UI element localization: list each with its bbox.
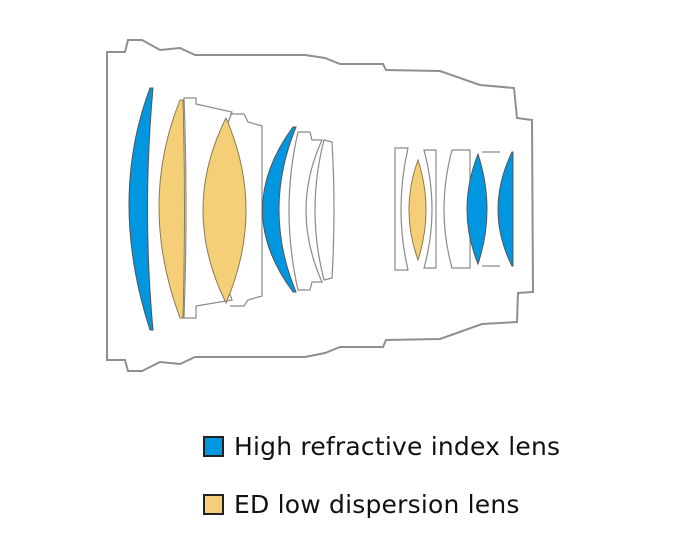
legend-item-ed-low-dispersion: ED low dispersion lens xyxy=(203,484,560,524)
lens-element-12-high-refractive xyxy=(466,152,488,266)
lens-element-4-ed xyxy=(202,116,247,305)
legend-label: High refractive index lens xyxy=(234,431,561,461)
blue-swatch-icon xyxy=(203,435,224,457)
lens-element-13-high-refractive xyxy=(497,151,514,267)
lens-element-5-high-refractive xyxy=(262,126,297,293)
lens-element-8-plain xyxy=(394,147,409,271)
lens-barrel-outline xyxy=(106,39,535,372)
yellow-swatch-icon xyxy=(203,493,224,515)
lens-element-10-plain xyxy=(423,149,437,269)
lens-spacer-rear xyxy=(482,151,500,267)
lens-diagram xyxy=(106,39,535,372)
legend-label: ED low dispersion lens xyxy=(234,489,520,519)
legend: High refractive index lens ED low disper… xyxy=(203,426,560,524)
lens-element-11-plain xyxy=(443,149,471,269)
lens-element-1-high-refractive xyxy=(128,87,154,331)
lens-element-7-plain xyxy=(314,139,335,281)
lens-element-2-ed xyxy=(158,99,185,319)
lens-element-6-plain xyxy=(288,131,323,291)
legend-item-high-refractive: High refractive index lens xyxy=(203,426,560,466)
lens-element-9-ed xyxy=(408,158,427,262)
